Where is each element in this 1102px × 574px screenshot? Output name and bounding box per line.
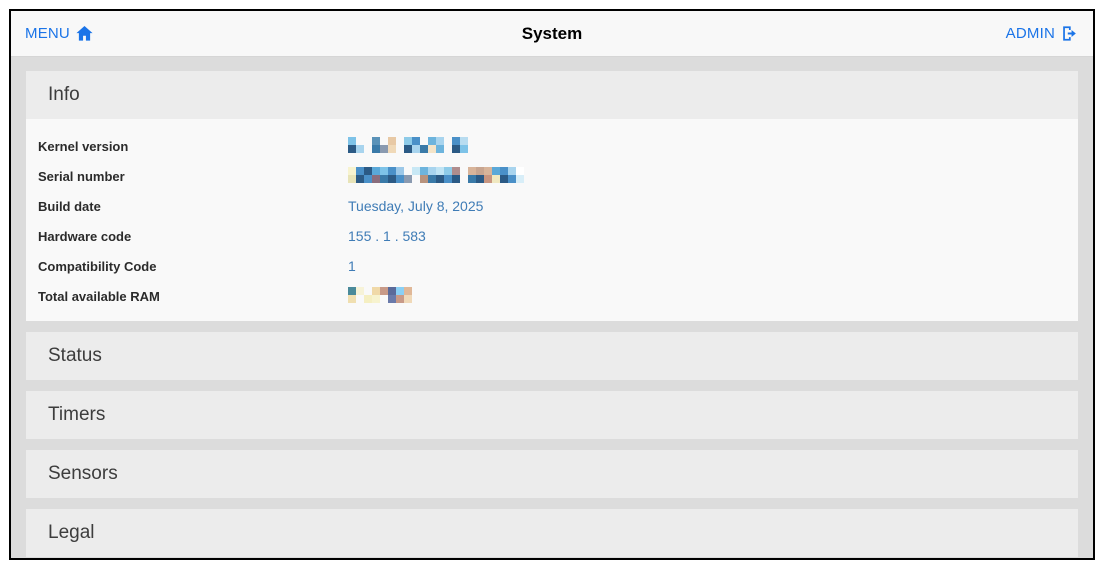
section-header-info[interactable]: Info xyxy=(26,71,1078,119)
total-ram-value-redacted xyxy=(348,286,412,306)
top-navigation-bar: MENU System ADMIN xyxy=(11,11,1093,57)
admin-logout-link[interactable]: ADMIN xyxy=(1006,24,1079,43)
compatibility-code-label: Compatibility Code xyxy=(38,258,157,274)
section-status: Status xyxy=(26,332,1078,380)
admin-link-label: ADMIN xyxy=(1005,25,1055,42)
total-ram-label: Total available RAM xyxy=(38,288,160,304)
kernel-version-value-redacted xyxy=(348,136,468,156)
serial-number-value-redacted xyxy=(348,166,524,186)
info-row-kernel-version: Kernel version xyxy=(38,131,1066,161)
build-date-label: Build date xyxy=(38,198,101,214)
page-title: System xyxy=(521,23,583,43)
info-row-hardware-code: Hardware code 155 . 1 . 583 xyxy=(38,221,1066,251)
menu-link-label: MENU xyxy=(25,25,70,42)
section-info: Info Kernel version Serial number Build … xyxy=(26,71,1078,321)
app-window: MENU System ADMIN Info Ke xyxy=(9,9,1095,560)
section-sensors: Sensors xyxy=(26,450,1078,498)
info-row-build-date: Build date Tuesday, July 8, 2025 xyxy=(38,191,1066,221)
hardware-code-value: 155 . 1 . 583 xyxy=(348,228,426,244)
section-body-info: Kernel version Serial number Build date … xyxy=(26,119,1078,321)
logout-icon xyxy=(1060,24,1079,43)
compatibility-code-value: 1 xyxy=(348,258,356,274)
section-header-legal[interactable]: Legal xyxy=(26,509,1078,557)
hardware-code-label: Hardware code xyxy=(38,228,132,244)
section-header-status[interactable]: Status xyxy=(26,332,1078,380)
home-icon xyxy=(75,24,94,43)
info-row-serial-number: Serial number xyxy=(38,161,1066,191)
menu-link[interactable]: MENU xyxy=(25,24,94,43)
info-row-total-ram: Total available RAM xyxy=(38,281,1066,311)
info-row-compatibility-code: Compatibility Code 1 xyxy=(38,251,1066,281)
kernel-version-label: Kernel version xyxy=(38,138,129,154)
section-header-sensors[interactable]: Sensors xyxy=(26,450,1078,498)
section-header-timers[interactable]: Timers xyxy=(26,391,1078,439)
section-timers: Timers xyxy=(26,391,1078,439)
build-date-value: Tuesday, July 8, 2025 xyxy=(348,198,484,214)
accordion-content-area: Info Kernel version Serial number Build … xyxy=(11,57,1093,558)
serial-number-label: Serial number xyxy=(38,168,125,184)
section-legal: Legal xyxy=(26,509,1078,557)
